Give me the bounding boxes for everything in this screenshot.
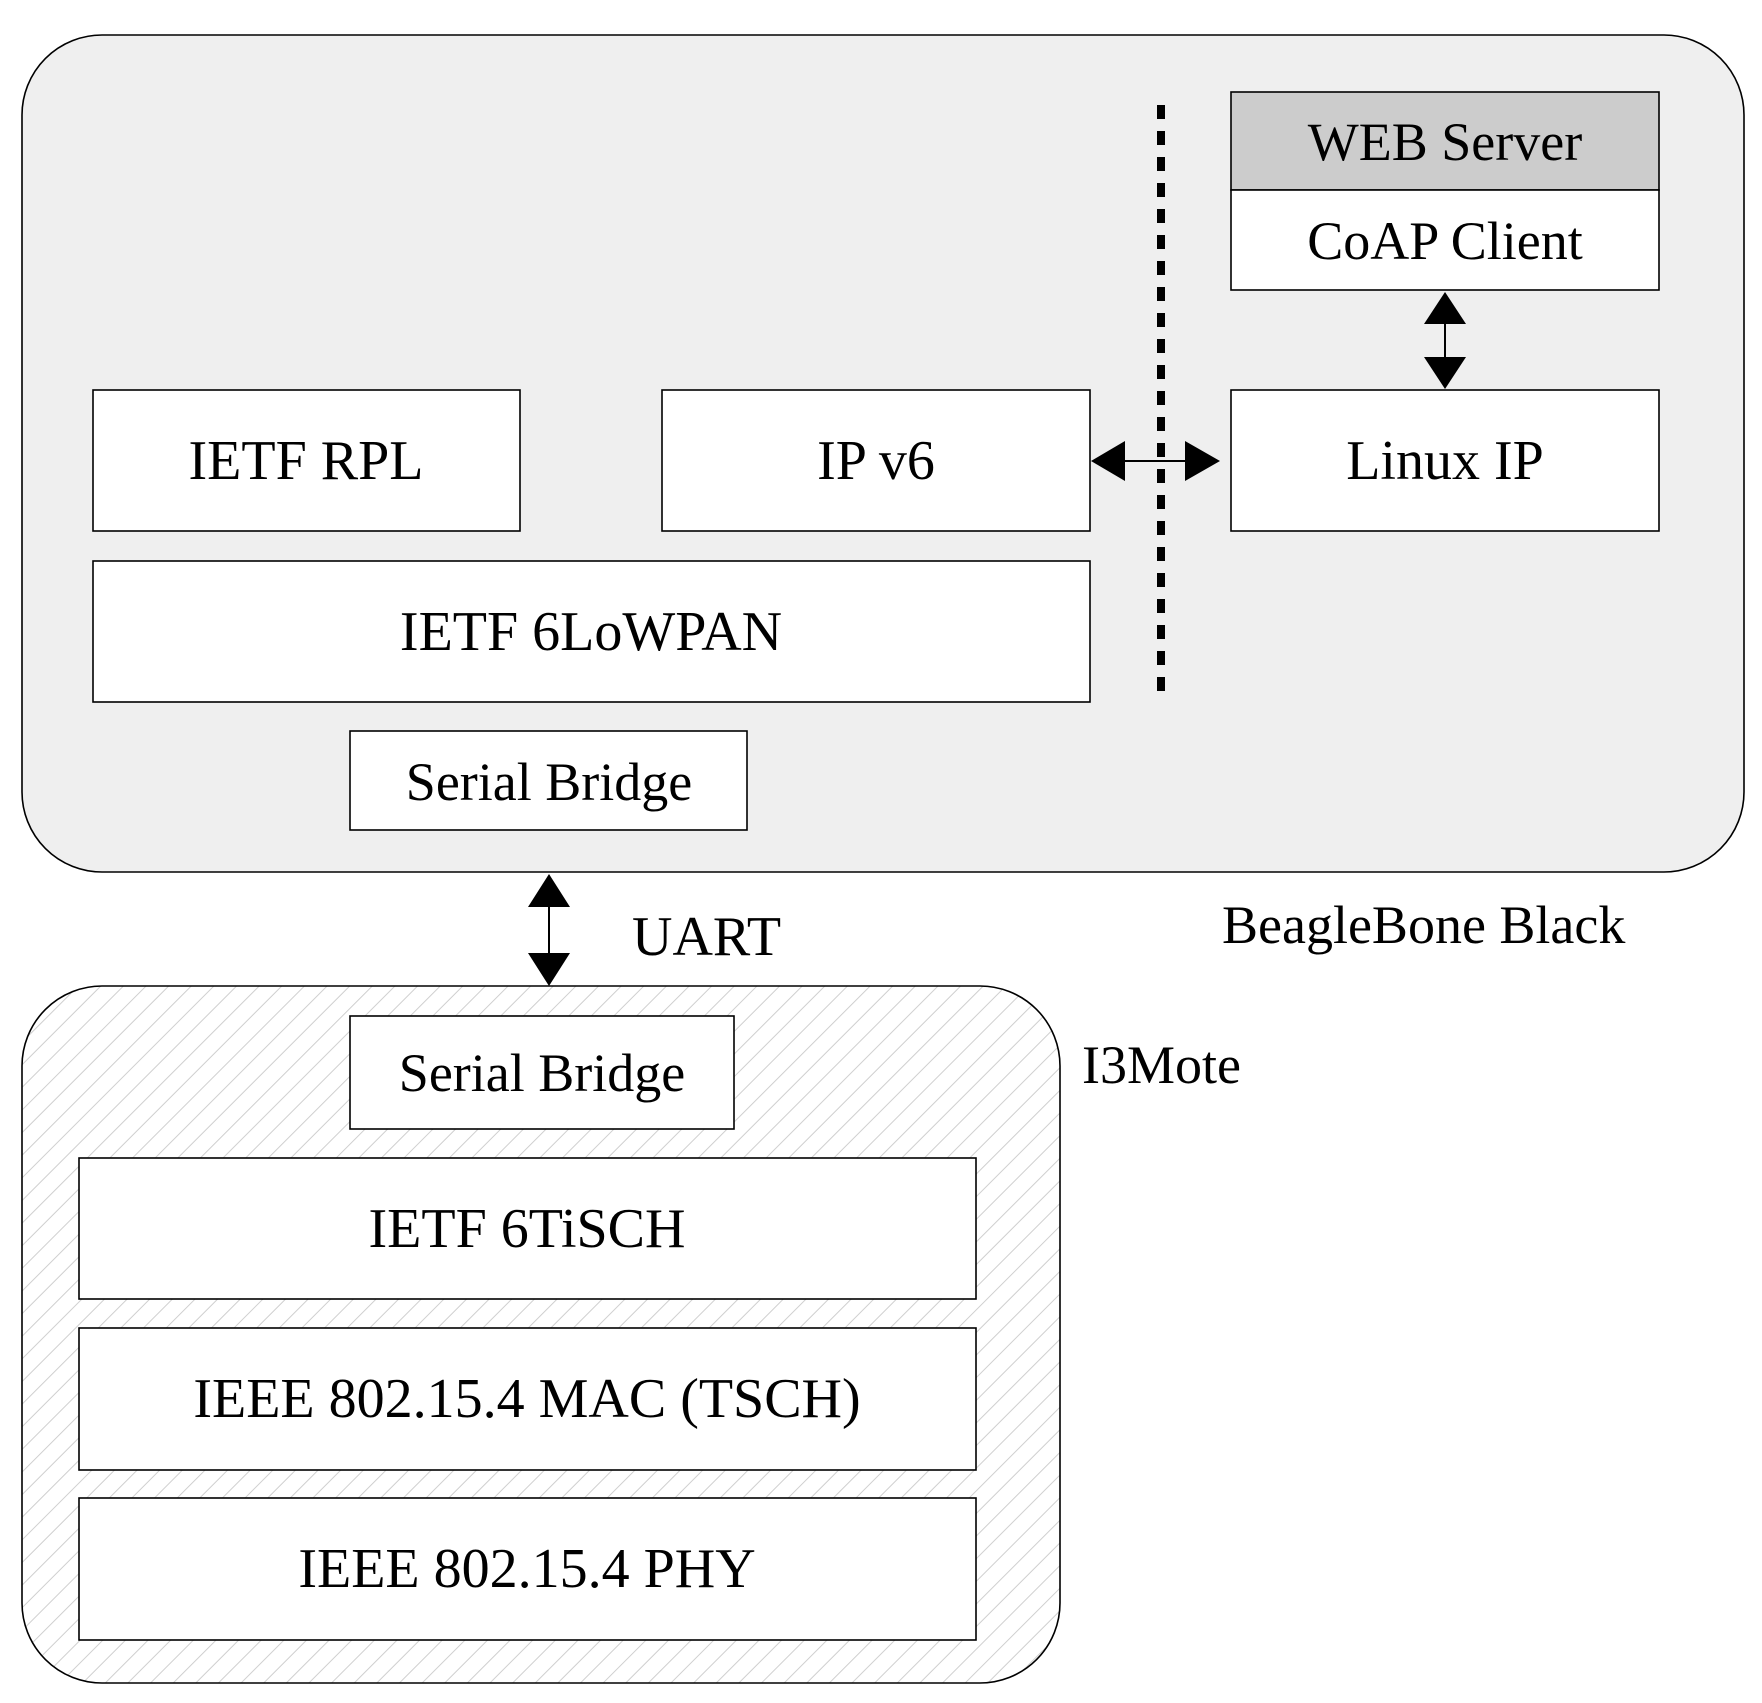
mac-layer: IEEE 802.15.4 MAC (TSCH) <box>78 1327 977 1471</box>
beaglebone-serial-bridge-label: Serial Bridge <box>406 752 692 812</box>
sixlowpan-layer: IETF 6LoWPAN <box>92 560 1091 703</box>
ipv6-label: IP v6 <box>817 430 935 492</box>
i3mote-label: I3Mote <box>1082 1035 1241 1095</box>
sixtisch-label: IETF 6TiSCH <box>369 1198 686 1260</box>
ietf-rpl-layer: IETF RPL <box>92 389 521 532</box>
mac-label: IEEE 802.15.4 MAC (TSCH) <box>193 1368 860 1430</box>
i3mote-serial-bridge-label: Serial Bridge <box>399 1043 685 1103</box>
linux-ip-label: Linux IP <box>1346 430 1544 492</box>
i3mote-serial-bridge-layer: Serial Bridge <box>349 1015 735 1130</box>
ipv6-layer: IP v6 <box>661 389 1091 532</box>
phy-layer: IEEE 802.15.4 PHY <box>78 1497 977 1641</box>
phy-label: IEEE 802.15.4 PHY <box>298 1538 755 1600</box>
coap-client-label: CoAP Client <box>1307 211 1583 271</box>
sixtisch-layer: IETF 6TiSCH <box>78 1157 977 1300</box>
linux-ip-layer: Linux IP <box>1230 389 1660 532</box>
web-server-layer: WEB Server <box>1230 91 1660 191</box>
sixlowpan-label: IETF 6LoWPAN <box>400 601 782 663</box>
web-server-label: WEB Server <box>1308 112 1582 172</box>
ipv6-linux-arrow <box>1091 441 1220 481</box>
beaglebone-serial-bridge-layer: Serial Bridge <box>349 730 748 831</box>
beaglebone-label: BeagleBone Black <box>1222 895 1625 955</box>
uart-label: UART <box>632 906 781 968</box>
uart-arrow <box>528 874 570 986</box>
coap-client-layer: CoAP Client <box>1230 189 1660 291</box>
ietf-rpl-label: IETF RPL <box>189 430 424 492</box>
coap-linux-arrow <box>1424 292 1466 389</box>
